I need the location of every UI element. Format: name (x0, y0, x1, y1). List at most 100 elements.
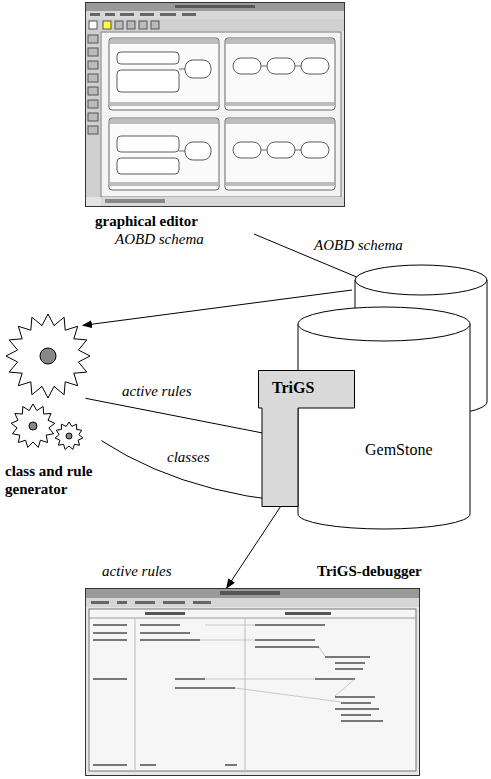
editor-screenshot-part (88, 113, 98, 121)
database-cylinders-part (298, 307, 470, 341)
debugger-screenshot-part (205, 625, 255, 626)
debugger-screenshot-part (200, 625, 355, 702)
editor-screenshot-part (88, 48, 98, 56)
editor-screenshot-part (261, 150, 267, 151)
edge-label: active rules (120, 382, 194, 400)
debugger-screenshot-part (135, 618, 136, 771)
node-label: TriGS (272, 378, 314, 397)
editor-screenshot-part (140, 13, 154, 16)
debugger-screenshot-part (86, 598, 419, 607)
editor-screenshot-part (89, 21, 97, 29)
generator-stars-part (29, 422, 37, 430)
editor-screenshot-part (267, 142, 295, 158)
editor-screenshot-part (185, 142, 211, 160)
database-cylinder: GemStone TriGS (255, 262, 489, 534)
editor-screenshot-part (110, 39, 218, 44)
editor-screenshot-part (295, 150, 301, 151)
editor-screenshot-part (88, 126, 98, 134)
debugger-screenshot-part (93, 764, 127, 766)
debugger-screenshot-part (235, 688, 341, 702)
editor-screenshot-part (105, 199, 165, 203)
editor-screenshot-part (86, 19, 344, 31)
editor-screenshot-part (179, 69, 185, 70)
editor-screenshot-part (86, 11, 344, 19)
editor-screenshot-part (110, 102, 218, 106)
debugger-screenshot-part (341, 702, 371, 704)
editor-screenshot-part (139, 21, 147, 29)
editor-screenshot-part (115, 21, 123, 29)
editor-screenshot-part (160, 13, 176, 16)
editor-screenshot-part (117, 52, 179, 64)
editor-screenshot-part (110, 182, 218, 186)
database-cylinders-part (355, 265, 487, 295)
debugger-screenshot-part (335, 662, 365, 664)
database-cylinders-part (298, 324, 470, 529)
node-label: class and rule generator (5, 462, 130, 498)
debugger-screenshot-part (117, 601, 127, 604)
debugger-screenshot-part (335, 696, 375, 698)
editor-screenshot-part (110, 39, 334, 186)
editor-screenshot-part (86, 3, 344, 11)
editor-screenshot-part (88, 100, 98, 108)
editor-screenshot-part (151, 21, 159, 29)
editor-screenshot-part (301, 58, 329, 74)
debugger-screenshot-part (86, 589, 420, 776)
debugger-screenshot-part (335, 668, 363, 670)
editor-screenshot-part (267, 58, 295, 74)
debugger-screenshot-part (285, 612, 331, 615)
debugger-screenshot-part (255, 624, 325, 626)
debugger-screenshot-part (140, 639, 200, 641)
editor-screenshot-part (226, 39, 334, 44)
debugger-screenshot-part (93, 632, 127, 634)
debugger-screenshot-part (245, 618, 246, 771)
editor-screenshot-part (226, 182, 334, 186)
editor-screenshot-part (226, 102, 334, 106)
editor-screenshot-part (117, 70, 179, 92)
editor-screenshot-part (86, 3, 345, 207)
debugger-screenshot-part (91, 601, 109, 604)
editor-screenshot-part (117, 52, 329, 174)
editor-screenshot-part (88, 87, 98, 95)
flow-arrow (227, 507, 281, 588)
debugger-screenshot-part (145, 612, 185, 615)
debugger-screenshot-part (93, 639, 127, 641)
debugger-screenshot (85, 588, 420, 776)
debugger-screenshot-part (86, 589, 419, 598)
editor-screenshot (85, 2, 345, 207)
editor-screenshot-part (295, 66, 301, 67)
editor-screenshot-part (233, 142, 261, 158)
editor-screenshot-part (117, 136, 179, 152)
editor-screenshot-part (90, 13, 100, 16)
debugger-screenshot-part (325, 656, 370, 658)
editor-screenshot-part (86, 31, 100, 197)
editor-screenshot-part (301, 142, 329, 158)
debugger-screenshot-part (341, 720, 383, 722)
debugger-screenshot-part (225, 764, 237, 766)
debugger-screenshot-part (175, 687, 235, 689)
node-label: graphical editor (95, 212, 198, 230)
editor-window: graphical editor (85, 2, 345, 234)
edge-label: classes (165, 448, 212, 466)
debugger-screenshot-part (341, 714, 371, 716)
debugger-screenshot-part (93, 624, 127, 626)
editor-screenshot-part (88, 35, 98, 43)
edge-label: AOBD schema (113, 230, 206, 248)
debugger-screenshot-part (140, 624, 180, 626)
editor-screenshot-part (261, 66, 267, 67)
editor-screenshot-part (225, 118, 335, 190)
debugger-screenshot-part (335, 708, 379, 710)
debugger-screenshot-part (135, 601, 155, 604)
debugger-screenshot-part (193, 601, 211, 604)
edge-label: AOBD schema (312, 236, 405, 254)
generator-stars-part (6, 314, 90, 398)
debugger-screenshot-part (89, 618, 416, 619)
editor-screenshot-part (109, 38, 335, 190)
node-label: TriGS-debugger (317, 562, 422, 580)
debugger-screenshot-part (93, 624, 383, 766)
debugger-screenshot-part (255, 639, 315, 641)
debugger-screenshot-part (89, 609, 416, 771)
debugger-screenshot-part (255, 646, 319, 648)
editor-screenshot-part (120, 13, 134, 16)
debugger-screenshot-part (140, 632, 190, 634)
node-label: GemStone (365, 440, 433, 459)
